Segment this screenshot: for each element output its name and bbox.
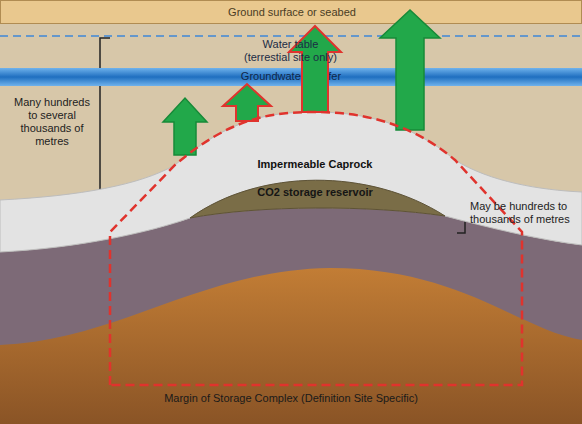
- layer-name: Groundwater aquifer: [0, 70, 582, 83]
- caprock-layer-shape: [0, 100, 582, 260]
- leakage-arrow: [163, 98, 207, 155]
- basement-dome: [0, 268, 582, 424]
- leakage-arrow: [223, 84, 271, 121]
- storage-complex-label: Margin of Storage Complex (Definition Si…: [0, 392, 582, 405]
- groundwater-aquifer-band: Groundwater aquifer: [0, 68, 582, 86]
- thickness-label: May be hundreds to thousands of metres: [470, 200, 580, 226]
- water-table-line: [0, 35, 582, 37]
- layer-name: Ground surface or seabed: [1, 6, 582, 19]
- water-table-label: Water table (terrestial site only): [241, 38, 340, 64]
- ground-surface-band: Ground surface or seabed: [0, 0, 582, 24]
- depth-label: Many hundreds to several thousands of me…: [12, 96, 92, 148]
- co2-reservoir-layer-outline: [190, 180, 445, 218]
- caprock-layer-outline: [0, 112, 582, 252]
- leakage-arrow: [380, 10, 440, 130]
- layer-name: Impermeable Caprock: [227, 158, 403, 171]
- depth-bracket: [100, 38, 110, 212]
- layer-name: CO2 storage reservoir: [227, 186, 403, 199]
- caprock-layer: Impermeable Caprock: [0, 100, 582, 260]
- storage-complex-margin: [110, 112, 522, 385]
